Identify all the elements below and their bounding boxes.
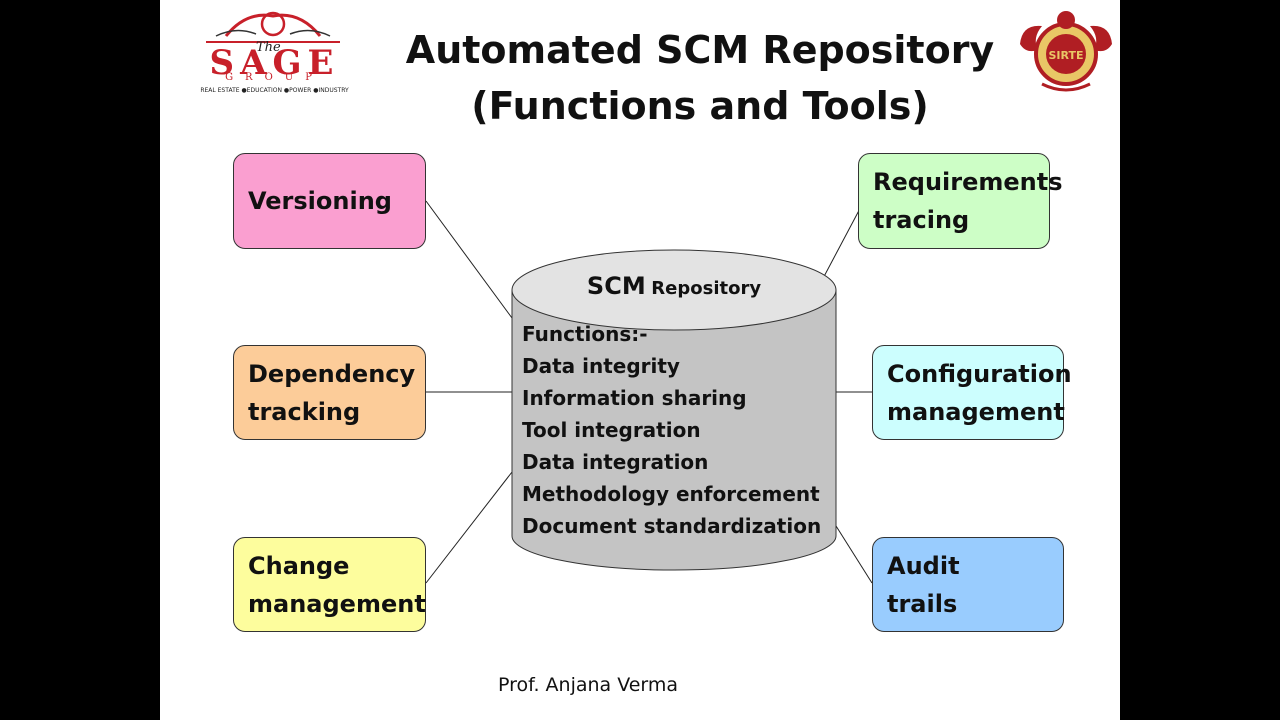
box-dependency-label-2: tracking: [248, 397, 361, 426]
box-requirements-label-1: Requirements: [873, 168, 1063, 196]
function-item: Tool integration: [522, 418, 701, 442]
box-configuration-management: Configuration management: [872, 345, 1072, 440]
diagram-canvas: [425, 200, 873, 584]
function-item: Data integration: [522, 450, 709, 474]
box-requirements-tracing: Requirements tracing: [858, 153, 1063, 249]
functions-heading: Functions:-: [522, 322, 648, 346]
repository-functions: Functions:- Data integrity Information s…: [522, 318, 821, 542]
connector-change: [425, 471, 513, 584]
box-configuration-label-2: management: [887, 397, 1065, 426]
sirte-emblem-logo: SIRTE: [1020, 11, 1112, 92]
author-footer: Prof. Anjana Verma: [498, 674, 679, 696]
title-line-1: Automated SCM Repository: [405, 28, 995, 72]
function-item: Document standardization: [522, 514, 822, 538]
box-configuration-label-1: Configuration: [887, 359, 1072, 388]
sirte-text: SIRTE: [1048, 49, 1083, 62]
title-line-2: (Functions and Tools): [471, 84, 929, 128]
sage-crest-icon: [206, 11, 340, 43]
box-change-label-1: Change: [248, 551, 350, 580]
sage-tagline: REAL ESTATE ●EDUCATION ●POWER ●INDUSTRY: [200, 87, 349, 94]
sage-group-text: GROUP: [225, 72, 324, 83]
cylinder-body: [511, 289, 837, 571]
connector-versioning: [425, 200, 513, 319]
cylinder-top: [511, 249, 837, 331]
box-dependency-label-1: Dependency: [248, 359, 416, 388]
function-item: Information sharing: [522, 386, 747, 410]
box-versioning: Versioning: [233, 153, 426, 249]
sage-name-text: SAGE: [209, 43, 340, 83]
sage-group-logo: The SAGE GROUP REAL ESTATE ●EDUCATION ●P…: [166, 6, 380, 96]
box-audit-label-2: trails: [887, 589, 958, 618]
repository-title-word: Repository: [651, 278, 762, 299]
repository-title-scm: SCM: [586, 272, 646, 300]
box-change-management: Change management: [233, 537, 426, 632]
box-audit-label-1: Audit: [887, 551, 960, 580]
box-requirements-label-2: tracing: [873, 206, 970, 234]
page-title: Automated SCM Repository (Functions and …: [400, 22, 1000, 134]
function-item: Data integrity: [522, 354, 680, 378]
box-audit-trails: Audit trails: [872, 537, 1064, 632]
box-dependency-tracking: Dependency tracking: [233, 345, 426, 440]
box-versioning-label: Versioning: [248, 187, 392, 215]
box-change-label-2: management: [248, 589, 426, 618]
sage-the-text: The: [256, 40, 281, 55]
function-item: Methodology enforcement: [522, 482, 820, 506]
slide: The SAGE GROUP REAL ESTATE ●EDUCATION ●P…: [160, 0, 1120, 720]
repository-title: SCM Repository: [512, 272, 836, 300]
